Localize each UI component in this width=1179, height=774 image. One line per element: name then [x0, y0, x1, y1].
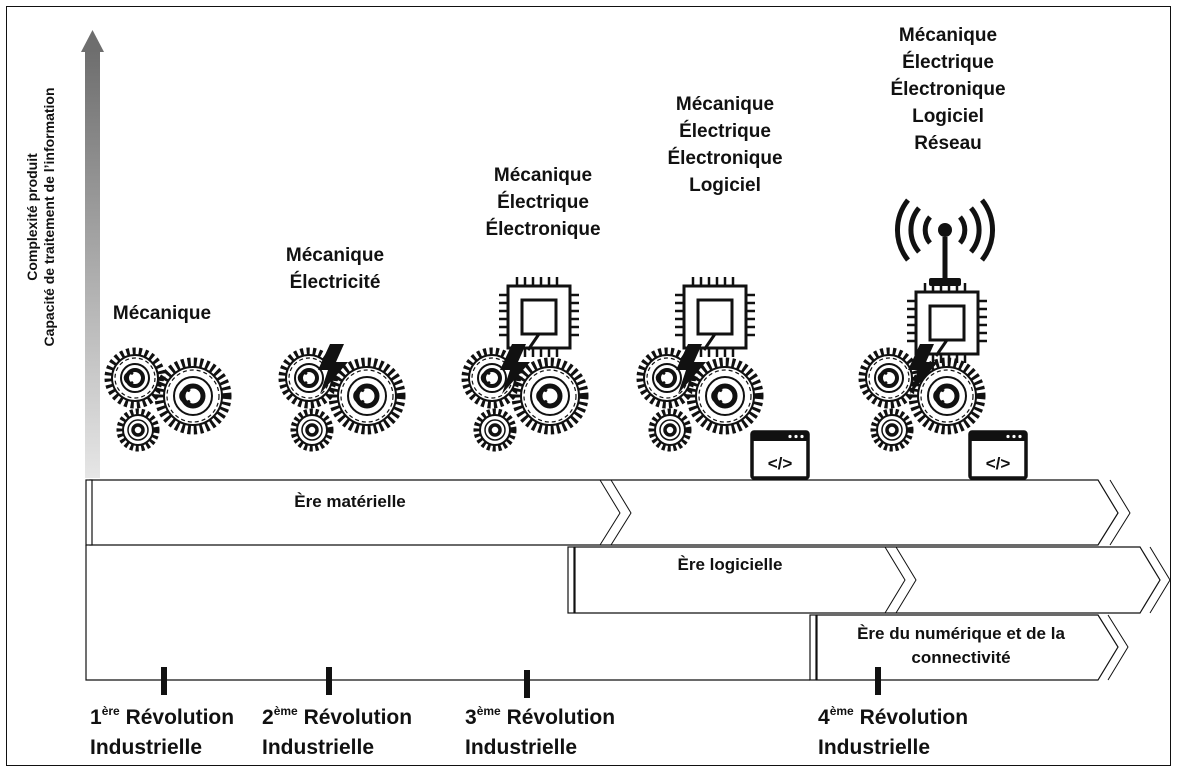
code-window-icon: </>: [968, 430, 1028, 480]
revolution-3-tick: [524, 670, 530, 698]
axis-label-line2: Capacité de traitement de l’information: [41, 87, 57, 347]
chip-icon: [497, 275, 581, 359]
svg-text:</>: </>: [986, 454, 1011, 473]
complexity-axis-arrow: [81, 30, 104, 478]
revolution-1-label: 1ère Révolution Industrielle: [90, 704, 235, 759]
axis-label-line1: Complexité produit: [24, 153, 40, 281]
stage-1-label: Mécanique: [112, 303, 212, 324]
diagram-frame: [6, 6, 1171, 766]
era-software-band: [567, 546, 1171, 614]
antenna-icon: [894, 198, 996, 286]
revolution-4-tick: [875, 667, 881, 695]
revolution-2-tick: [326, 667, 332, 695]
stage-2-label: Mécanique Électricité: [285, 245, 385, 293]
revolution-3-label: 3ème Révolution Industrielle: [465, 704, 616, 759]
era-digital-label: Ère du numérique et de la connectivité: [857, 624, 1065, 667]
code-window-icon: </>: [750, 430, 810, 480]
revolution-4-label: 4ème Révolution Industrielle: [818, 704, 969, 759]
gears-icon: [109, 352, 226, 448]
stage-4-label: Mécanique Électrique Électronique Logici…: [667, 94, 783, 196]
stage-3-label: Mécanique Électrique Électronique: [485, 165, 601, 240]
era-digital-band: [809, 614, 1129, 681]
stage-5-label: Mécanique Électrique Électronique Logici…: [890, 25, 1006, 154]
svg-text:</>: </>: [768, 454, 793, 473]
era-hardware-band: [85, 479, 1131, 546]
era-software-label: Ère logicielle: [677, 555, 783, 574]
revolution-1-tick: [161, 667, 167, 695]
era-hardware-label: Ère matérielle: [294, 492, 406, 511]
axis-label: Complexité produit Capacité de traitemen…: [24, 52, 58, 382]
timeline-baseline: [85, 545, 810, 681]
revolution-2-label: 2ème Révolution Industrielle: [262, 704, 413, 759]
chip-icon: [673, 275, 757, 359]
